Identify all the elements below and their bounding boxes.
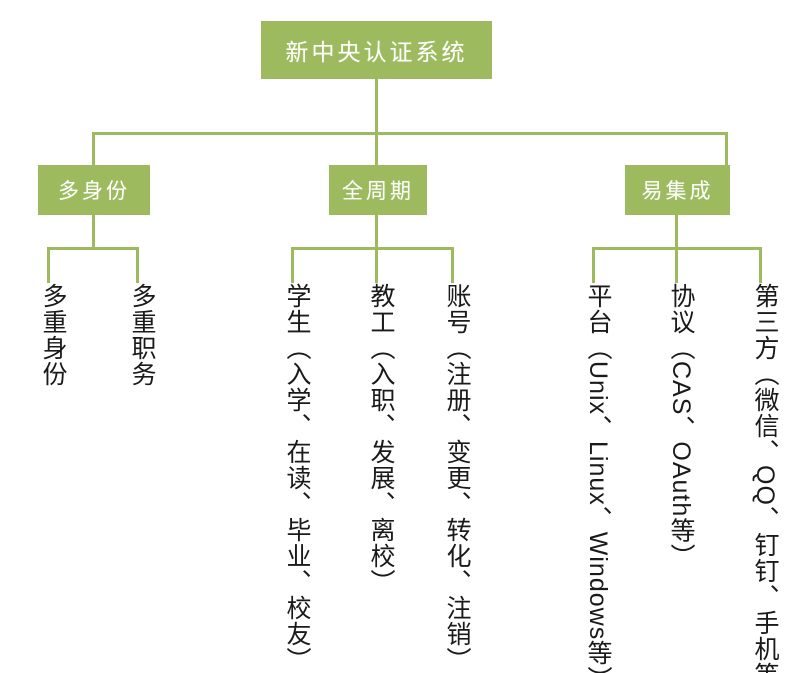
branch-node-easy-integration[interactable]: 易集成 [625, 165, 730, 215]
connector-bus-to-branch-3 [725, 132, 728, 165]
connector-branch-1-bus [47, 247, 139, 250]
leaf-multiple-identities[interactable]: 多重身份 [39, 283, 67, 387]
connector-branch-2-leaf-3 [451, 247, 454, 283]
connector-branch-2-bus [291, 247, 454, 250]
connector-branch-1-leaf-1 [47, 247, 50, 283]
leaf-student-lifecycle[interactable]: 学生（入学、在读、毕业、校友） [283, 283, 311, 673]
connector-branch-2-leaf-1 [291, 247, 294, 283]
leaf-platform-support[interactable]: 平台（Unix、Linux、Windows等） [584, 283, 612, 673]
connector-level1-bus [92, 132, 728, 135]
connector-branch-2-leaf-2 [375, 247, 378, 283]
leaf-protocol-support[interactable]: 协议（CAS、OAuth等） [667, 283, 695, 570]
leaf-account-lifecycle[interactable]: 账号（注册、变更、转化、注销） [443, 283, 471, 673]
connector-branch-1-stem [92, 215, 95, 250]
root-node-new-central-auth-system[interactable]: 新中央认证系统 [261, 21, 492, 79]
connector-branch-2-stem [375, 215, 378, 250]
connector-root-stem [375, 79, 378, 134]
leaf-faculty-lifecycle[interactable]: 教工（入职、发展、离校） [367, 283, 395, 595]
connector-branch-3-stem [675, 215, 678, 250]
branch-node-full-lifecycle[interactable]: 全周期 [329, 165, 427, 215]
connector-branch-3-leaf-2 [675, 247, 678, 283]
leaf-multiple-positions[interactable]: 多重职务 [128, 283, 156, 387]
connector-bus-to-branch-1 [92, 132, 95, 165]
connector-branch-3-leaf-1 [592, 247, 595, 283]
leaf-third-party-support[interactable]: 第三方（微信、QQ、钉钉、手机等） [751, 283, 779, 673]
connector-branch-1-leaf-2 [136, 247, 139, 283]
connector-bus-to-branch-2 [375, 132, 378, 165]
connector-branch-3-leaf-3 [759, 247, 762, 283]
branch-node-multi-identity[interactable]: 多身份 [38, 165, 150, 215]
